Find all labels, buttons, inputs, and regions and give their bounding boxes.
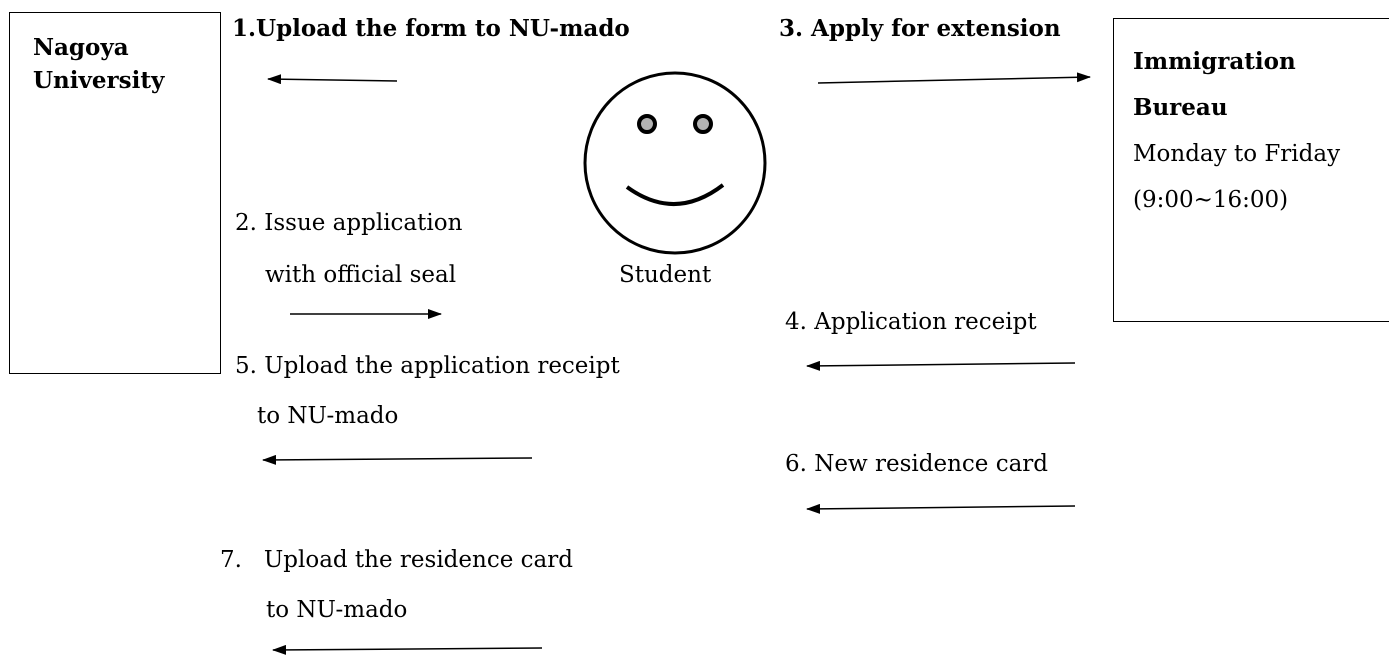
step-5-label-line1: 5. Upload the application receipt <box>235 353 620 379</box>
arrow-step-1 <box>267 74 398 85</box>
step-7-label-line1: 7. Upload the residence card <box>220 547 573 573</box>
step-1-label: 1.Upload the form to NU-mado <box>232 15 630 42</box>
step-6-label: 6. New residence card <box>785 451 1049 477</box>
nagoya-label-line1: Nagoya <box>33 34 129 61</box>
nagoya-university-box <box>9 12 221 374</box>
immigration-hours-line1: Monday to Friday <box>1133 141 1341 167</box>
step-2-label-line1: 2. Issue application <box>235 210 463 236</box>
student-smiley-icon <box>583 71 767 255</box>
immigration-label-line2: Bureau <box>1133 94 1228 121</box>
arrow-step-5 <box>262 454 533 465</box>
immigration-label-line1: Immigration <box>1133 48 1296 75</box>
arrow-step-4 <box>806 360 1076 371</box>
immigration-bureau-box <box>1113 18 1389 322</box>
arrow-step-3 <box>817 72 1091 84</box>
student-label: Student <box>619 262 712 288</box>
step-4-label: 4. Application receipt <box>785 309 1037 335</box>
step-5-label-line2: to NU-mado <box>257 403 399 429</box>
arrow-step-6 <box>806 503 1076 514</box>
step-2-label-line2: with official seal <box>265 262 457 288</box>
step-3-label: 3. Apply for extension <box>779 15 1061 42</box>
step-7-label-line2: to NU-mado <box>266 597 408 623</box>
immigration-hours-line2: (9:00~16:00) <box>1133 187 1289 213</box>
arrow-step-7 <box>272 644 543 655</box>
nagoya-label-line2: University <box>33 67 165 94</box>
